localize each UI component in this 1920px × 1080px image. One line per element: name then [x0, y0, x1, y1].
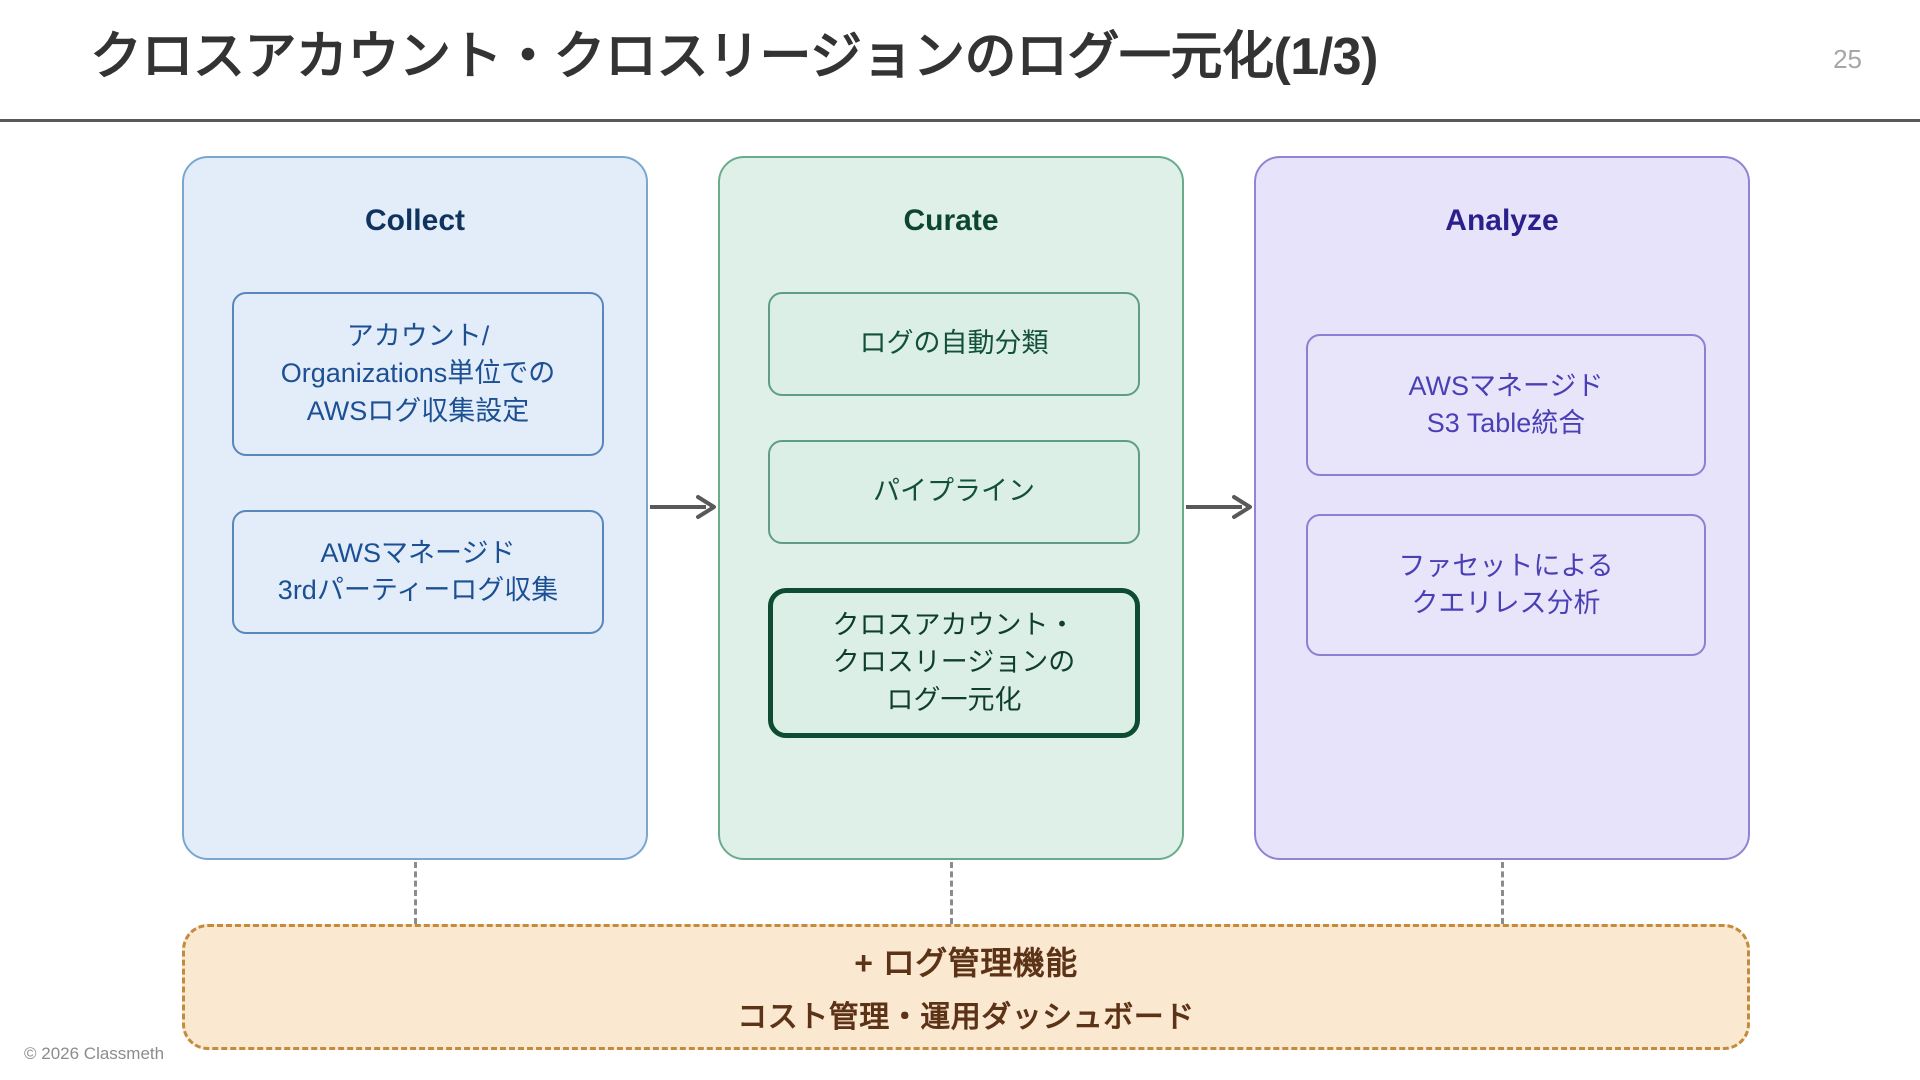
card-analyze-facet-query[interactable]: ファセットによる クエリレス分析 [1306, 514, 1706, 656]
card-curate-pipeline-text: パイプライン [873, 473, 1035, 510]
footer-copyright: © 2026 Classmeth [24, 1044, 165, 1063]
column-title-analyze: Analyze [1445, 204, 1559, 237]
card-line: S3 Table統合 [1426, 408, 1586, 438]
banner-subheading: コスト管理・運用ダッシュボード [737, 1001, 1195, 1034]
card-line: ログの自動分類 [859, 328, 1049, 359]
card-line: ファセットによる [1398, 550, 1614, 581]
arrow-right-icon-curate-to-analyze [1186, 492, 1256, 522]
card-curate-cross-account-highlight[interactable]: クロスアカウント・ クロスリージョンの ログ一元化 [768, 588, 1140, 738]
card-line: ログ一元化 [886, 684, 1022, 715]
column-title-curate: Curate [903, 204, 999, 237]
column-curate[interactable]: Curate ログの自動分類 パイプライン クロスアカウント・ クロスリージョン… [718, 156, 1184, 860]
dashed-connector-collect [414, 862, 417, 924]
card-line: AWSマネージド [320, 537, 516, 568]
card-collect-log-setup[interactable]: アカウント/ Organizations単位での AWSログ収集設定 [232, 292, 604, 456]
card-analyze-s3-table-text: AWSマネージド S3 Table統合 [1409, 368, 1604, 443]
column-analyze[interactable]: Analyze AWSマネージド S3 Table統合 ファセットによる クエリ… [1254, 156, 1750, 860]
card-line: 3rdパーティーログ収集 [277, 575, 559, 605]
card-line: AWSログ収集設定 [306, 395, 530, 426]
card-curate-pipeline[interactable]: パイプライン [768, 440, 1140, 544]
card-collect-third-party[interactable]: AWSマネージド 3rdパーティーログ収集 [232, 510, 604, 634]
card-curate-cross-account-text: クロスアカウント・ クロスリージョンの ログ一元化 [833, 607, 1076, 719]
dashed-connector-curate [950, 862, 953, 924]
card-collect-third-party-text: AWSマネージド 3rdパーティーログ収集 [278, 535, 558, 610]
column-collect[interactable]: Collect アカウント/ Organizations単位での AWSログ収集… [182, 156, 648, 860]
card-line: アカウント/ [346, 321, 490, 352]
banner-heading: + ログ管理機能 [854, 945, 1078, 981]
card-line: パイプライン [873, 476, 1035, 507]
page-title: クロスアカウント・クロスリージョンのログ一元化(1/3) [90, 28, 1378, 86]
card-collect-log-setup-text: アカウント/ Organizations単位での AWSログ収集設定 [281, 318, 556, 430]
card-curate-auto-classify-text: ログの自動分類 [860, 325, 1049, 362]
card-line: AWSマネージド [1408, 370, 1604, 401]
card-analyze-s3-table[interactable]: AWSマネージド S3 Table統合 [1306, 334, 1706, 476]
log-management-banner[interactable]: + ログ管理機能 コスト管理・運用ダッシュボード [182, 924, 1750, 1050]
arrow-right-icon-collect-to-curate [650, 492, 720, 522]
column-title-collect: Collect [364, 204, 466, 237]
card-line: クエリレス分析 [1411, 588, 1601, 618]
slide-header: クロスアカウント・クロスリージョンのログ一元化(1/3) 25 [0, 0, 1920, 122]
card-curate-auto-classify[interactable]: ログの自動分類 [768, 292, 1140, 396]
card-line: クロスアカウント・ [832, 610, 1076, 641]
card-analyze-facet-query-text: ファセットによる クエリレス分析 [1398, 548, 1613, 623]
page-number: 25 [1833, 44, 1862, 74]
card-line: クロスリージョンの [832, 647, 1076, 678]
dashed-connector-analyze [1501, 862, 1504, 924]
card-line: Organizations単位での [280, 358, 556, 389]
